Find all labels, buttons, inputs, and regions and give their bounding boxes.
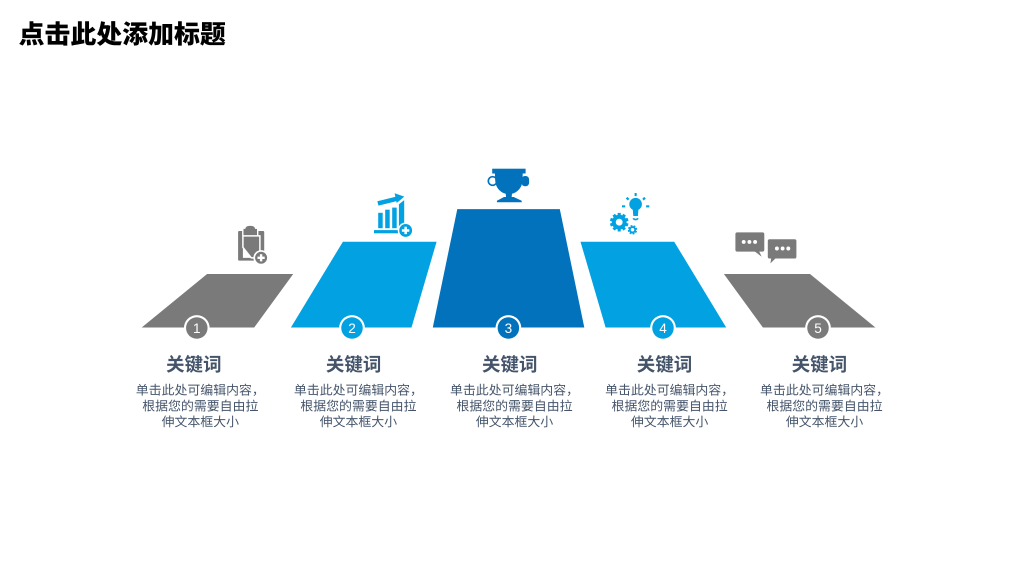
svg-text:3: 3	[505, 321, 513, 336]
svg-text:1: 1	[193, 321, 201, 336]
svg-text:5: 5	[814, 321, 822, 336]
svg-text:2: 2	[348, 321, 356, 336]
svg-text:4: 4	[659, 321, 667, 336]
